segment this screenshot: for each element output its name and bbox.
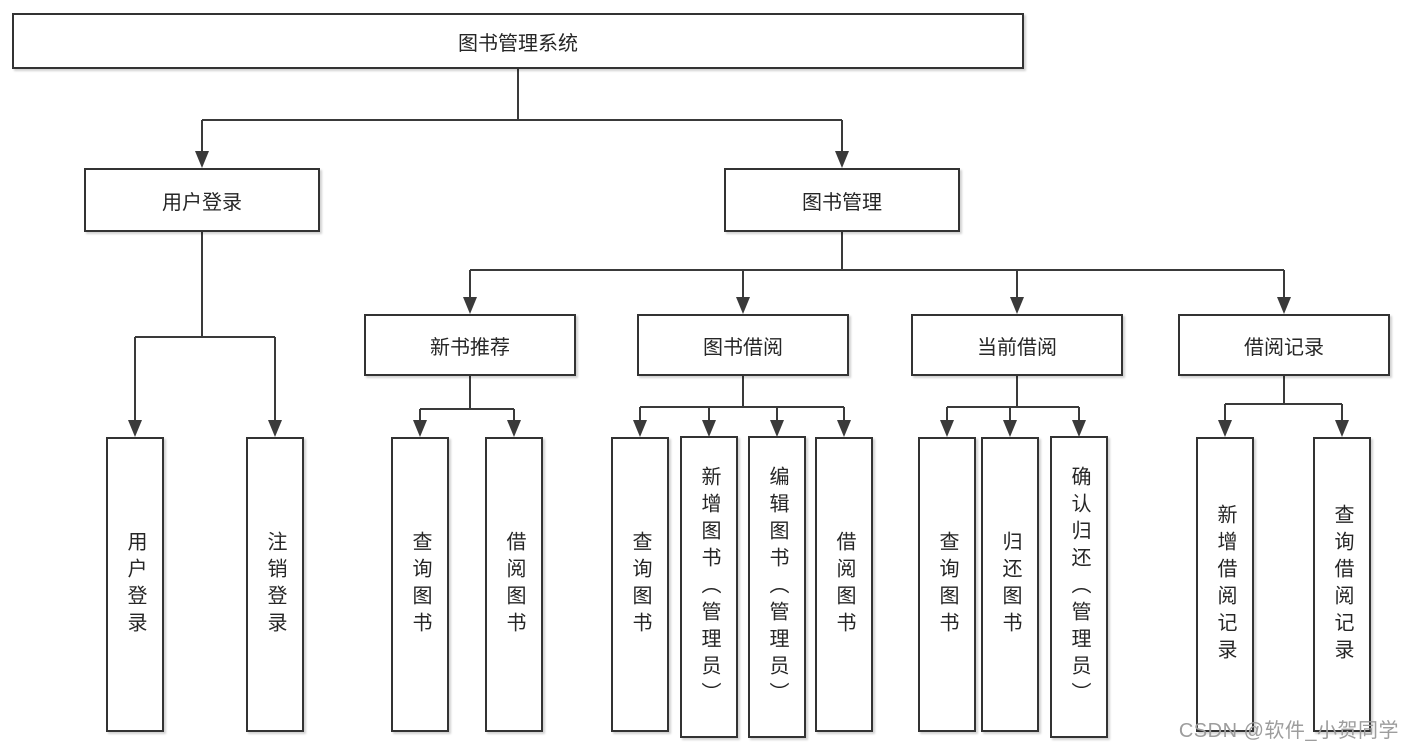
- node-label: 查询图书: [936, 530, 958, 639]
- leaf-cur-confirm-return-admin: 确认归还（管理员）: [1050, 436, 1108, 738]
- node-label: 编辑图书（管理员）: [766, 465, 788, 709]
- node-label: 注销登录: [264, 530, 286, 639]
- leaf-cur-return-book: 归还图书: [981, 437, 1039, 732]
- leaf-bor-edit-book-admin: 编辑图书（管理员）: [748, 436, 806, 738]
- leaf-bor-borrow-book: 借阅图书: [815, 437, 873, 732]
- leaf-cur-query-book: 查询图书: [918, 437, 976, 732]
- connector-edges: [134, 69, 1343, 421]
- node-book-management: 图书管理: [724, 168, 960, 232]
- node-current-borrow: 当前借阅: [911, 314, 1123, 376]
- node-label: 用户登录: [124, 530, 146, 639]
- node-label: 新增借阅记录: [1214, 503, 1236, 666]
- leaf-bor-add-book-admin: 新增图书（管理员）: [680, 436, 738, 738]
- node-root-system: 图书管理系统: [12, 13, 1024, 69]
- leaf-add-borrow-record: 新增借阅记录: [1196, 437, 1254, 732]
- node-user-login: 用户登录: [84, 168, 320, 232]
- node-label: 当前借阅: [977, 336, 1057, 359]
- node-label: 图书管理系统: [458, 32, 578, 55]
- node-label: 图书借阅: [703, 336, 783, 359]
- node-label: 查询借阅记录: [1331, 503, 1353, 666]
- leaf-user-login: 用户登录: [106, 437, 164, 732]
- node-label: 借阅图书: [833, 530, 855, 639]
- node-label: 借阅图书: [503, 530, 525, 639]
- node-label: 用户登录: [162, 191, 242, 214]
- leaf-logout: 注销登录: [246, 437, 304, 732]
- node-book-borrow: 图书借阅: [637, 314, 849, 376]
- leaf-query-borrow-record: 查询借阅记录: [1313, 437, 1371, 732]
- node-label: 查询图书: [629, 530, 651, 639]
- node-new-book-recommend: 新书推荐: [364, 314, 576, 376]
- node-label: 新书推荐: [430, 336, 510, 359]
- node-label: 归还图书: [999, 530, 1021, 639]
- leaf-rec-borrow-book: 借阅图书: [485, 437, 543, 732]
- node-label: 借阅记录: [1244, 336, 1324, 359]
- node-label: 查询图书: [409, 530, 431, 639]
- node-borrow-record: 借阅记录: [1178, 314, 1390, 376]
- node-label: 新增图书（管理员）: [698, 465, 720, 709]
- arrowheads: [128, 151, 1349, 437]
- leaf-rec-query-book: 查询图书: [391, 437, 449, 732]
- node-label: 确认归还（管理员）: [1068, 465, 1090, 709]
- leaf-bor-query-book: 查询图书: [611, 437, 669, 732]
- csdn-watermark: CSDN @软件_小贺同学: [1178, 720, 1399, 742]
- node-label: 图书管理: [802, 191, 882, 214]
